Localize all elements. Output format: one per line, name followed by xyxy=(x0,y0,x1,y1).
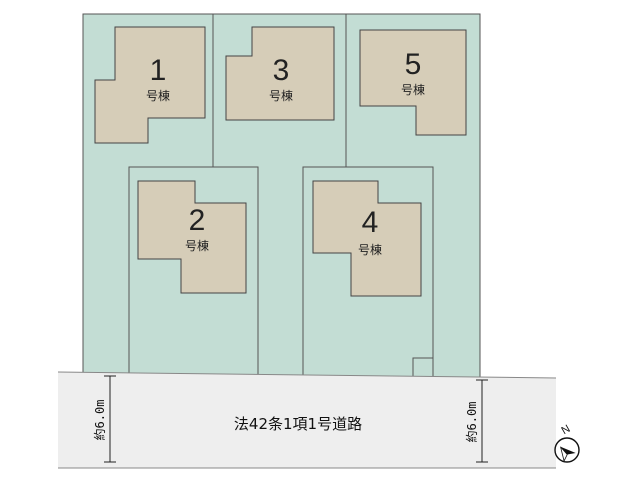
building-2-number: 2 xyxy=(189,204,206,237)
road-label: 法42条1項1号道路 xyxy=(234,415,362,433)
building-1-label: 号棟 xyxy=(146,88,170,103)
compass-letter: N xyxy=(560,423,573,437)
building-4-number: 4 xyxy=(362,206,379,239)
road xyxy=(58,372,556,468)
building-3-label: 号棟 xyxy=(269,88,293,103)
road-width-right: 約6.0m xyxy=(464,402,479,443)
building-3 xyxy=(225,26,335,121)
building-2 xyxy=(137,180,247,294)
building-5-label: 号棟 xyxy=(401,82,425,97)
building-1 xyxy=(94,26,206,144)
lot-2-boundary xyxy=(128,166,259,380)
building-2-label: 号棟 xyxy=(185,238,209,253)
road-width-left: 約6.0m xyxy=(92,400,107,441)
building-5 xyxy=(359,29,467,136)
building-5-number: 5 xyxy=(405,48,422,81)
building-1-number: 1 xyxy=(150,54,167,87)
road-edge xyxy=(57,371,557,379)
lot-4-boundary xyxy=(302,166,434,380)
north-arrow-icon xyxy=(554,437,580,463)
building-3-number: 3 xyxy=(273,54,290,87)
building-4-label: 号棟 xyxy=(358,242,382,257)
building-4 xyxy=(312,180,422,297)
